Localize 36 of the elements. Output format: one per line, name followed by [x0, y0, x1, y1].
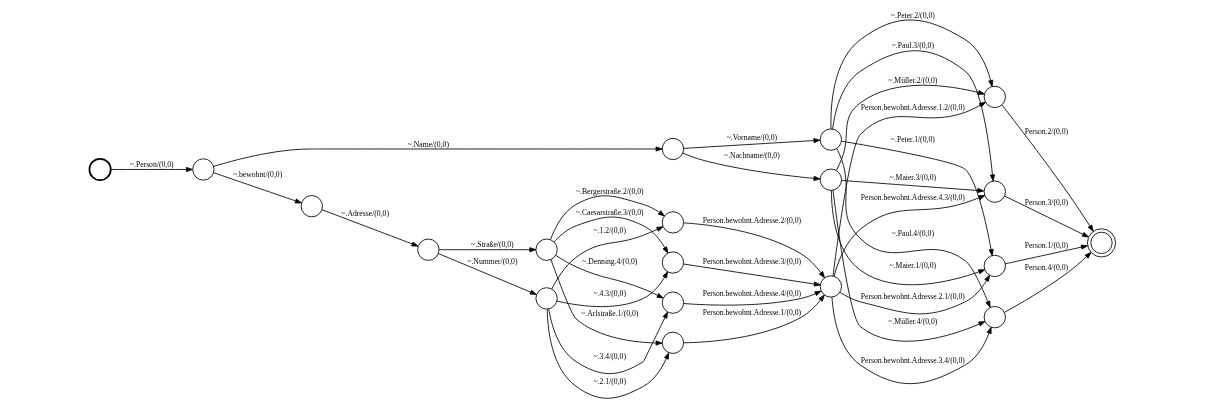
edge-label: Person.bewohnt.Adresse.3/(0,0)	[702, 257, 802, 267]
edge-label: Person.4/(0,0)	[1024, 262, 1069, 272]
edge-label: Person.3/(0,0)	[1024, 197, 1069, 207]
edge-label: ~.2.1/(0,0)	[593, 376, 627, 386]
edge-label: ~.4.3/(0,0)	[593, 288, 627, 298]
edge-label: ~.Müller.2/(0,0)	[888, 76, 938, 86]
edge-label: Person.bewohnt.Adresse.1/(0,0)	[702, 307, 802, 317]
edge-label: ~.Maier.3/(0,0)	[889, 172, 937, 182]
edge-label: Person.bewohnt.Adresse.1.2/(0,0)	[860, 102, 965, 112]
edge-label: ~.Vorname/(0,0)	[726, 132, 778, 142]
edge-label: Person.bewohnt.Adresse.2.1/(0,0)	[860, 292, 965, 302]
edge-label: ~.Paul.3/(0,0)	[891, 41, 934, 51]
edge-label: Person.1/(0,0)	[1024, 241, 1069, 251]
edge-label: ~.Müller.4/(0,0)	[888, 317, 938, 327]
edge-label: ~.Peter.2/(0,0)	[890, 10, 935, 20]
edge-label: ~.1.2/(0,0)	[593, 225, 627, 235]
edge-label: ~.Denning.4/(0,0)	[582, 257, 638, 267]
edge-label: ~.Name/(0,0)	[407, 139, 449, 149]
edge-label: ~.bewohnt/(0,0)	[232, 170, 283, 180]
edge-label: ~.3.4/(0,0)	[593, 352, 627, 362]
edge-label: ~.Adresse/(0,0)	[341, 208, 389, 218]
edge-label: ~.Maier.1/(0,0)	[889, 260, 937, 270]
edge-label: ~.Person/(0,0)	[129, 160, 174, 170]
edge-label: Person.bewohnt.Adresse.4.3/(0,0)	[860, 193, 965, 203]
edge-label: ~.Caesarstraße.3/(0,0)	[575, 207, 644, 217]
edge-label: ~.Nachname/(0,0)	[724, 150, 780, 160]
edge-label: ~.Nummer/(0,0)	[467, 257, 518, 267]
edge-label: Person.bewohnt.Adresse.4/(0,0)	[702, 288, 802, 298]
edge-label: ~.Paul.4/(0,0)	[891, 229, 934, 239]
edge-label: ~.Peter.1/(0,0)	[890, 135, 935, 145]
edge-label: ~.Arlstraße.1/(0,0)	[581, 309, 639, 319]
edge-label: Person.bewohnt.Adresse.3.4/(0,0)	[860, 355, 965, 365]
edge-label: Person.bewohnt.Adresse.2/(0,0)	[702, 215, 802, 225]
edge-label: Person.2/(0,0)	[1024, 126, 1069, 136]
edge-label: ~.Straße/(0,0)	[471, 240, 514, 250]
edge-label: ~.Bergerstraße.2/(0,0)	[575, 186, 644, 196]
